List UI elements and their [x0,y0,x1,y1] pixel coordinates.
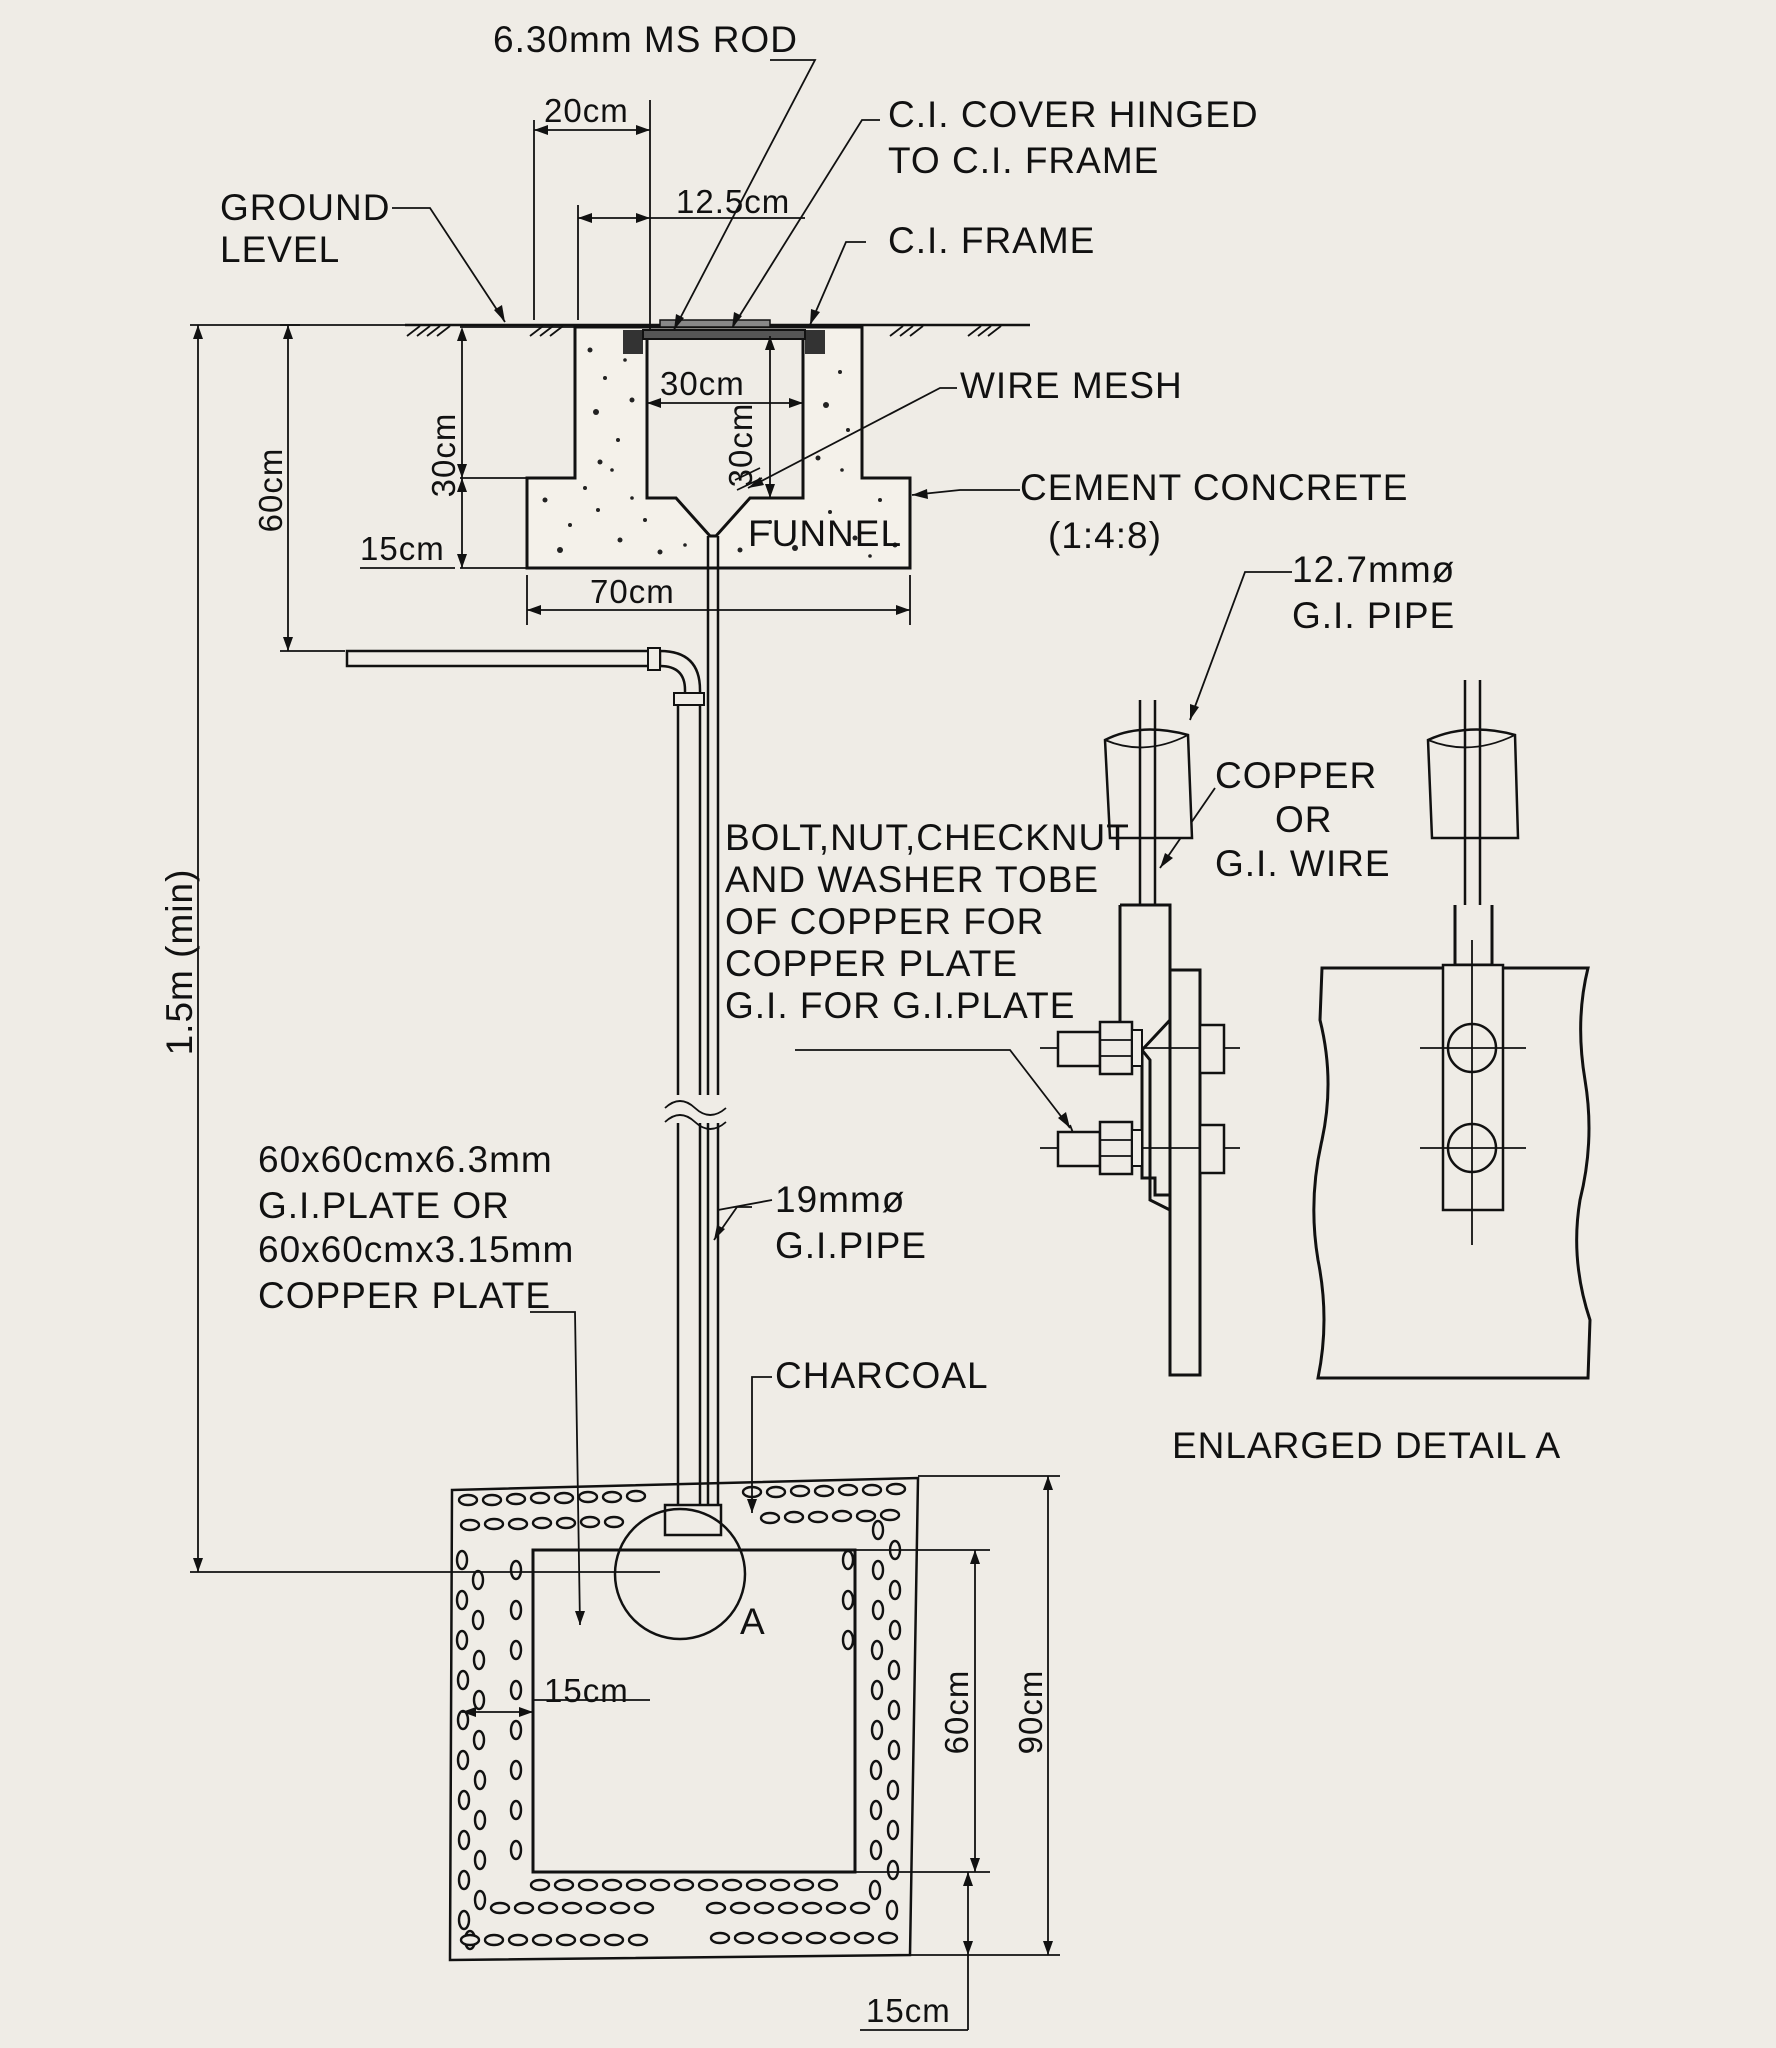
bolt-label-4: COPPER PLATE [725,943,1018,984]
enlarged-detail-label: ENLARGED DETAIL A [1172,1425,1561,1466]
dim-pit-height: 90cm [1012,1670,1049,1755]
charcoal-fill [455,1482,907,1951]
bolt-assembly [1040,1020,1240,1176]
bolt-label-1: BOLT,NUT,CHECKNUT [725,817,1130,858]
ci-cover-label-2: TO C.I. FRAME [888,140,1159,181]
bolt-label-2: AND WASHER TOBE [725,859,1099,900]
dim-chamber-top-width: 20cm [544,92,629,129]
dim-depth-to-pipe: 60cm [252,448,289,533]
pipe-system [345,536,727,1586]
dim-pipe-depth: 1.5m (min) [159,869,200,1056]
plate-label-2: G.I.PLATE OR [258,1185,510,1226]
dim-inner-width: 30cm [660,365,745,402]
earth-pit [448,1476,920,1962]
detail-a-marker: A [740,1601,766,1642]
dim-base-thickness: 15cm [360,530,445,567]
ci-cover-label-1: C.I. COVER HINGED [888,94,1259,135]
ms-rod-label: 6.30mm MS ROD [493,19,798,60]
dim-inner-depth: 30cm [722,403,759,488]
annotations: 6.30mm MS ROD C.I. COVER HINGED TO C.I. … [159,19,1561,2029]
wire-label-2: OR [1275,799,1333,840]
ground-level-label-1: GROUND [220,187,390,228]
gi-pipe-127-label-2: G.I. PIPE [1292,595,1455,636]
dim-chamber-depth: 30cm [425,413,462,498]
gi-pipe-19-label-1: 19mmø [775,1179,905,1220]
wire-label-1: COPPER [1215,755,1377,796]
dim-plate-offset: 15cm [544,1672,629,1709]
ground-level-label-2: LEVEL [220,229,340,270]
ci-frame-label: C.I. FRAME [888,220,1095,261]
dim-cover-width: 12.5cm [676,183,790,220]
leader-lines [392,59,1292,1626]
dim-base-width: 70cm [590,573,675,610]
cement-concrete-label-1: CEMENT CONCRETE [1020,467,1408,508]
inspection-chamber [525,319,912,570]
dim-plate-height: 60cm [938,1670,975,1755]
gi-pipe-127-label-1: 12.7mmø [1292,549,1455,590]
detail-a-circle [613,1507,747,1641]
concrete-aggregate [542,345,898,558]
funnel-label: FUNNEL [748,513,902,554]
plate-label-4: COPPER PLATE [258,1275,551,1316]
dimension-lines [190,100,1060,2031]
bolt-label-3: OF COPPER FOR [725,901,1044,942]
wire-mesh-label: WIRE MESH [960,365,1183,406]
charcoal-label: CHARCOAL [775,1355,989,1396]
bolt-label-5: G.I. FOR G.I.PLATE [725,985,1075,1026]
wire-label-3: G.I. WIRE [1215,843,1391,884]
plate-label-1: 60x60cmx6.3mm [258,1139,553,1180]
enlarged-detail-a [1040,680,1592,1380]
cement-concrete-label-2: (1:4:8) [1048,515,1162,556]
plate-label-3: 60x60cmx3.15mm [258,1229,574,1270]
dim-pit-bottom: 15cm [866,1992,951,2029]
gi-pipe-19-label-2: G.I.PIPE [775,1225,927,1266]
